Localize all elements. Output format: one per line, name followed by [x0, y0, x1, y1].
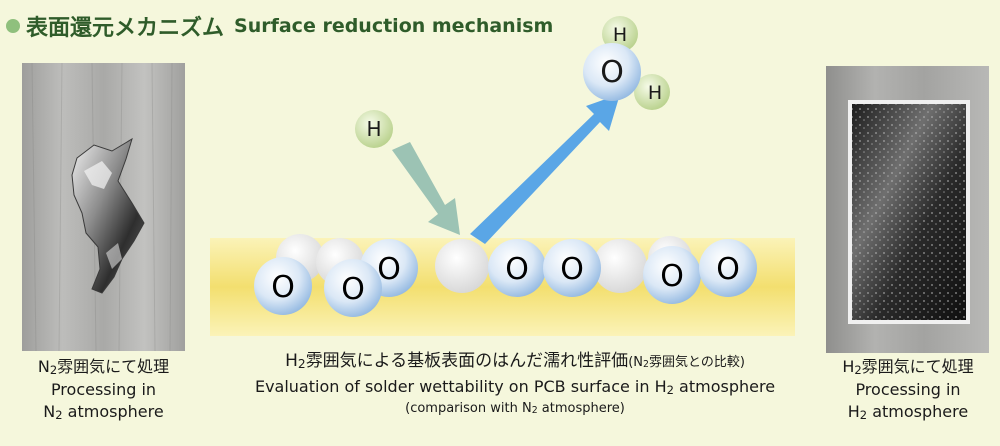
water-hydrogen-2 [634, 74, 670, 110]
caption-center-line2: Evaluation of solder wettability on PCB … [254, 377, 776, 397]
oxygen-atom [643, 246, 701, 304]
water-h2-label: H [648, 82, 662, 104]
page-title: 表面還元メカニズム Surface reduction mechanism [6, 6, 553, 46]
oxygen-atom [488, 239, 546, 297]
water-molecule: H O H [583, 16, 670, 110]
caption-center-line3: (comparison with N2 atmosphere) [405, 401, 625, 417]
oxygen-atom [254, 257, 312, 315]
water-oxygen [583, 43, 641, 101]
oxygen-label: O [271, 270, 295, 305]
caption-left-line1: N2雰囲気にて処理 [37, 357, 170, 377]
caption-n2-processing: N2雰囲気にて処理 Processing in N2 atmosphere [16, 356, 191, 424]
caption-right-line2: Processing in [855, 380, 961, 399]
caption-left-line2: Processing in [50, 380, 157, 399]
caption-h2-processing: H2雰囲気にて処理 Processing in H2 atmosphere [818, 356, 998, 424]
oxygen-label: O [377, 252, 401, 287]
oxygen-label: O [505, 252, 529, 287]
oxygen-atom [699, 239, 757, 297]
caption-left-line3: N2 atmosphere [43, 402, 164, 422]
oxygen-atom [543, 239, 601, 297]
incoming-h-label: H [366, 117, 381, 141]
incoming-hydrogen-atom: H [355, 110, 393, 148]
caption-center-line1: H2雰囲気による基板表面のはんだ濡れ性評価(N2雰囲気との比較) [285, 351, 745, 371]
oxygen-atom [324, 259, 382, 317]
caption-evaluation: H2雰囲気による基板表面のはんだ濡れ性評価(N2雰囲気との比較) Evaluat… [215, 349, 815, 420]
oxygen-label: O [716, 252, 740, 287]
title-japanese: 表面還元メカニズム [26, 16, 225, 41]
metal-atom [435, 239, 489, 293]
water-hydrogen-1 [602, 16, 638, 52]
caption-right-line3: H2 atmosphere [847, 402, 969, 422]
photo-n2-processing [22, 63, 185, 351]
title-english: Surface reduction mechanism [234, 15, 554, 37]
bullet-dot-icon [6, 19, 20, 33]
photo-h2-processing [826, 66, 989, 353]
caption-right-line1: H2雰囲気にて処理 [842, 357, 974, 377]
water-h1-label: H [613, 24, 627, 46]
surface-oxygen-atoms: O O O O O O O [254, 239, 757, 317]
oxygen-label: O [341, 272, 365, 307]
oxygen-label: O [560, 252, 584, 287]
oxygen-label: O [660, 259, 684, 294]
n2-solder-blob-image [31, 63, 173, 351]
metal-atom [593, 239, 647, 293]
incoming-hydrogen-arrow [392, 142, 460, 235]
water-o-label: O [600, 55, 624, 90]
outgoing-water-arrow [470, 94, 620, 244]
h2-solder-spread-image [848, 100, 970, 324]
